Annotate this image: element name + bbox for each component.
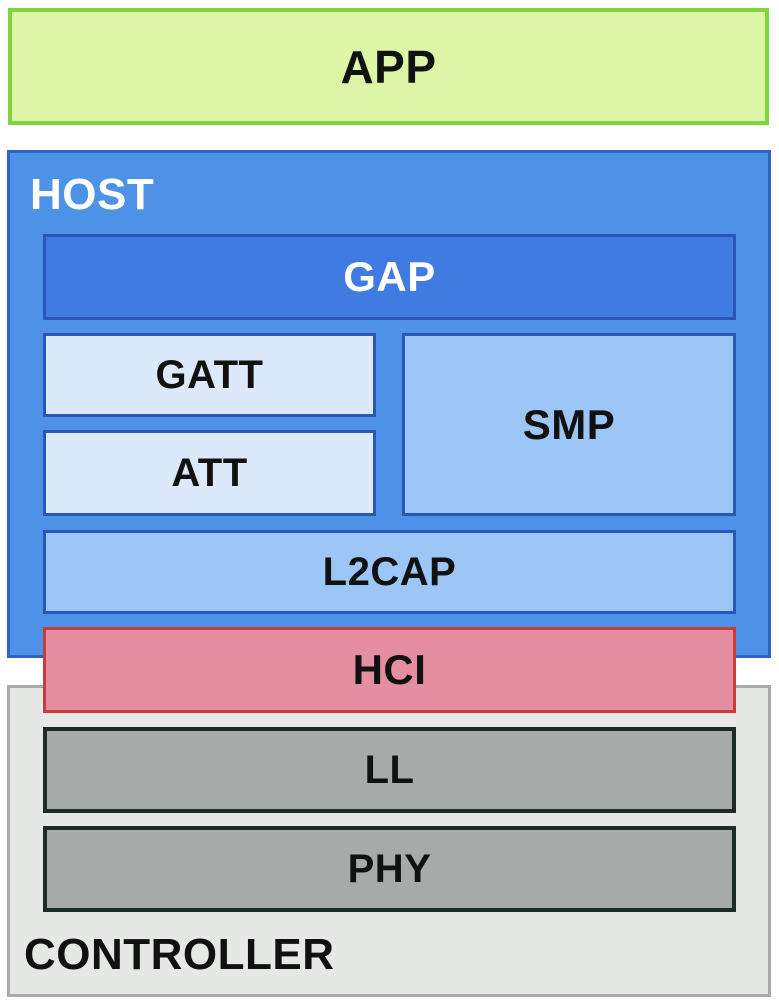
hci-layer: HCI (43, 627, 736, 713)
host-label: HOST (30, 170, 155, 219)
smp-layer: SMP (402, 333, 736, 516)
ll-layer: LL (43, 727, 736, 813)
l2cap-layer: L2CAP (43, 530, 736, 614)
att-layer: ATT (43, 430, 376, 516)
controller-label: CONTROLLER (24, 930, 335, 979)
gatt-layer: GATT (43, 333, 376, 417)
app-layer: APP (8, 8, 769, 125)
phy-layer: PHY (43, 826, 736, 912)
gap-layer: GAP (43, 234, 736, 320)
